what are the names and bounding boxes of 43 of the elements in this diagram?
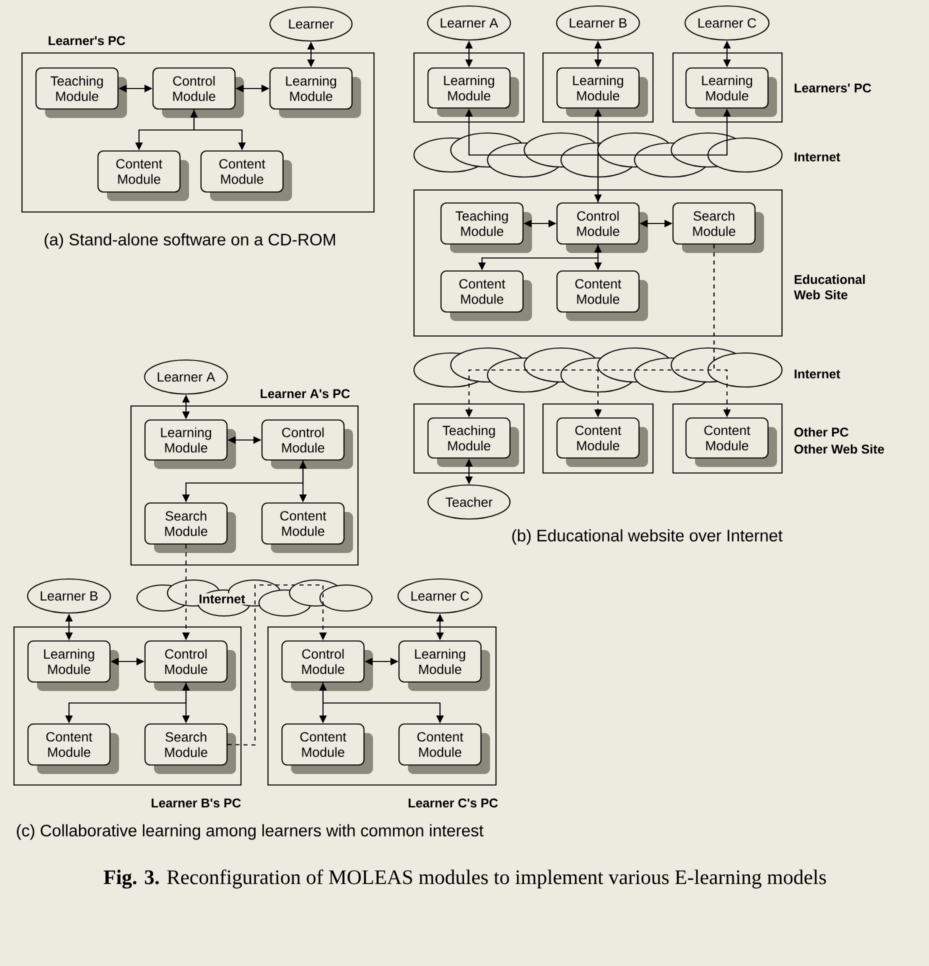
network-label: Internet — [792, 368, 842, 380]
module-box: Learning Module — [398, 640, 490, 691]
module-box: Learning Module — [556, 67, 648, 117]
side-label: Other PC — [794, 427, 848, 437]
side-label: Learners' PC — [794, 84, 872, 92]
module-box: Teaching Module — [35, 67, 127, 118]
subfigure-caption: (a) Stand-alone software on a CD-ROM — [44, 233, 335, 249]
subfigure-caption: (b) Educational website over Internet — [512, 529, 783, 545]
module-box: Search Module — [144, 723, 236, 774]
module-box: Control Module — [281, 640, 373, 691]
module-box: Content Module — [200, 150, 292, 201]
node-label: Learner C's PC — [408, 798, 498, 808]
node-label: Learner's PC — [48, 36, 126, 46]
module-box: Learning Module — [269, 67, 361, 118]
node-label: Educational Web Site — [794, 274, 865, 300]
module-box: Content Module — [440, 270, 532, 321]
module-box: Learning Module — [144, 419, 236, 469]
network-label: Internet — [792, 151, 842, 163]
dashed-arrow — [228, 584, 327, 746]
module-box: Content Module — [27, 723, 119, 774]
module-box: Control Module — [556, 202, 648, 253]
node-label: Learner B's PC — [152, 798, 241, 808]
module-box: Content Module — [556, 270, 648, 321]
module-box: Content Module — [281, 723, 373, 774]
module-box: Learning Module — [427, 67, 519, 117]
module-box: Control Module — [152, 67, 244, 118]
module-box: Content Module — [261, 502, 353, 553]
module-box: Teaching Module — [427, 417, 519, 467]
node-label: Learner A's PC — [260, 389, 350, 398]
side-label: Other Web Site — [794, 444, 884, 454]
module-box: Content Module — [398, 723, 490, 774]
module-box: Control Module — [261, 419, 353, 469]
module-box: Learning Module — [685, 67, 777, 117]
module-box: Search Module — [144, 502, 236, 553]
subfigure-caption: (c) Collaborative learning among learners with common interest — [16, 824, 484, 840]
module-box: Search Module — [672, 202, 764, 253]
module-box: Teaching Module — [440, 202, 532, 253]
module-box: Content Module — [556, 417, 648, 467]
module-box: Content Module — [97, 150, 189, 201]
module-box: Learning Module — [27, 640, 119, 691]
module-box: Control Module — [144, 640, 236, 691]
module-box: Content Module — [685, 417, 777, 467]
figure-caption: Fig. 3. Reconfiguration of MOLEAS modules to implement various E-learning models — [104, 869, 826, 889]
